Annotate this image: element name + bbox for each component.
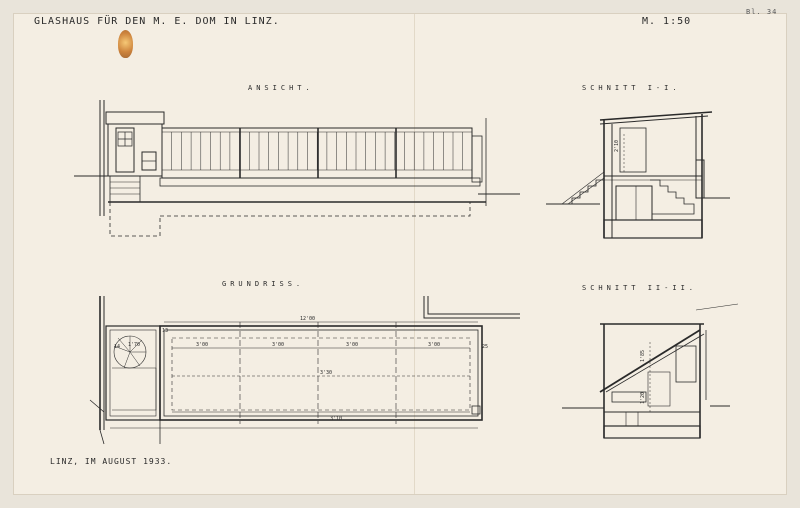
dim-bay-1: 3'00 [196,342,208,348]
plan-mark-14: 14 [114,344,120,350]
section-2-label: SCHNITT II-II. [582,284,698,292]
plan-mark-13: 13 [162,328,168,334]
drawing-sheet [14,14,786,494]
paper-fold-line [414,14,415,494]
dim-bay-4: 3'00 [428,342,440,348]
glazing-bars [171,132,463,170]
dim-bay-3: 3'00 [346,342,358,348]
elevation-view [74,100,520,237]
dim-bay-2: 3'00 [272,342,284,348]
plan-label: GRUNDRISS. [222,280,305,288]
dim-inner-width: 3'10 [330,416,342,422]
dim-overall-length: 12'00 [300,316,315,322]
paper-stain [118,30,133,58]
section-1-view [546,111,730,239]
date-line: LINZ, IM AUGUST 1933. [50,457,173,466]
dim-width: 3'30 [320,370,332,376]
drawing-title: GLASHAUS FÜR DEN M. E. DOM IN LINZ. [34,16,280,27]
drawing-scale: M. 1:50 [642,16,692,27]
dim-stair-width: 1'70 [128,342,140,348]
sheet-number: Bl. 34 [746,8,778,16]
elevation-label: ANSICHT. [248,84,314,92]
plan-view [89,296,520,445]
section-2-view [562,303,739,439]
dim-section-height-2: 1'85 [640,350,646,362]
section-1-label: SCHNITT I-I. [582,84,681,92]
dim-section-height: 2'10 [614,140,620,152]
dim-section-sill: 1'20 [640,392,646,404]
plan-mark-25: 25 [482,344,488,350]
